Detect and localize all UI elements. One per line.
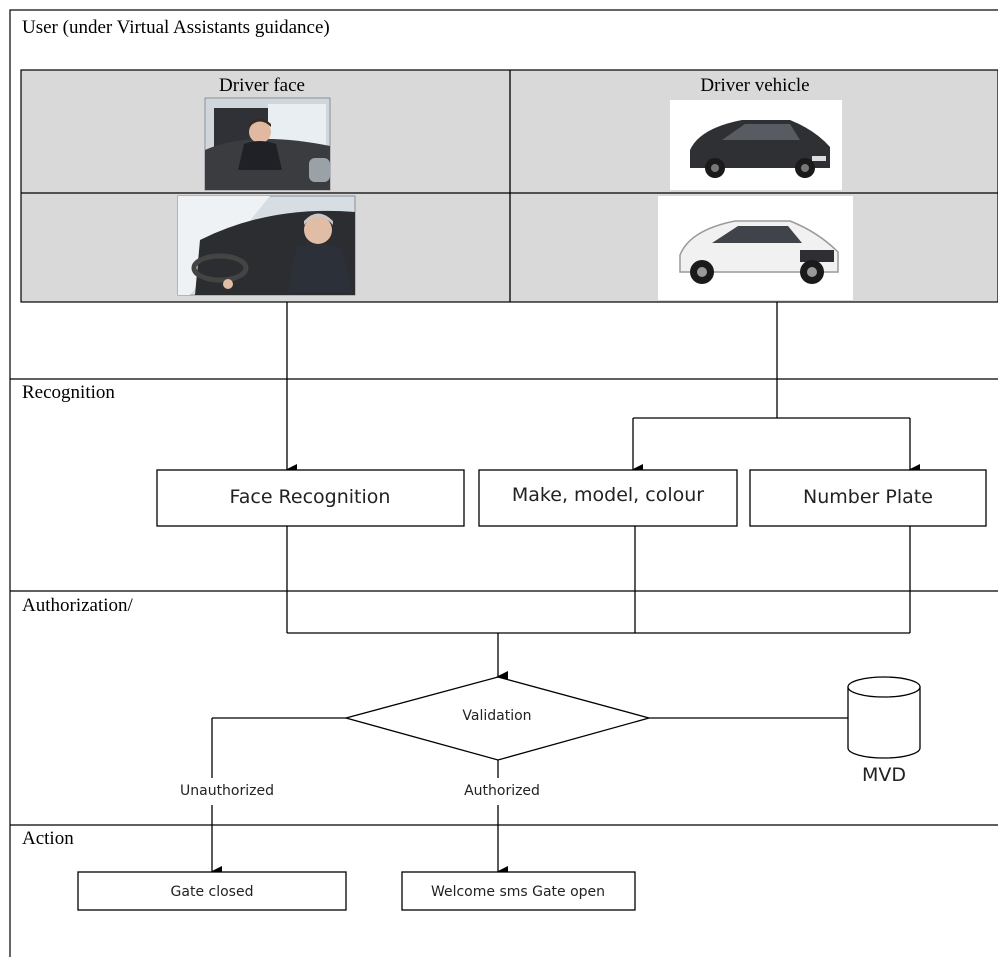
mvd-database-icon	[847, 676, 921, 759]
mvd-label: MVD	[862, 764, 906, 786]
lane-label-recognition: Recognition	[22, 382, 115, 403]
outer-frame	[9, 9, 998, 957]
gate-closed-box: Gate closed	[77, 871, 347, 911]
driver-face-title: Driver face	[219, 75, 305, 96]
make-model-box: Make, model, colour	[478, 469, 738, 527]
face-recognition-label: Face Recognition	[230, 486, 391, 508]
input-grid: Driver face Driver vehicle	[20, 69, 998, 303]
face-recognition-box: Face Recognition	[156, 469, 465, 527]
welcome-label: Welcome sms Gate open	[431, 884, 605, 900]
driver-face-photo-2	[177, 195, 356, 296]
number-plate-box: Number Plate	[749, 469, 987, 527]
validation-diamond: Validation	[343, 676, 652, 761]
gate-closed-label: Gate closed	[171, 884, 254, 900]
unauthorized-label: Unauthorized	[180, 783, 274, 799]
lane-label-user: User (under Virtual Assistants guidance)	[22, 17, 330, 38]
lane-label-authorization: Authorization/	[22, 595, 134, 616]
validation-label: Validation	[462, 708, 531, 724]
driver-vehicle-photo-1	[670, 100, 842, 190]
welcome-box: Welcome sms Gate open	[401, 871, 636, 911]
driver-face-photo-1	[204, 97, 331, 191]
make-model-label: Make, model, colour	[512, 484, 704, 506]
driver-vehicle-title: Driver vehicle	[700, 75, 809, 96]
driver-vehicle-photo-2	[658, 196, 853, 300]
lane-label-action: Action	[22, 828, 74, 849]
authorized-label: Authorized	[464, 783, 540, 799]
number-plate-label: Number Plate	[803, 486, 933, 508]
